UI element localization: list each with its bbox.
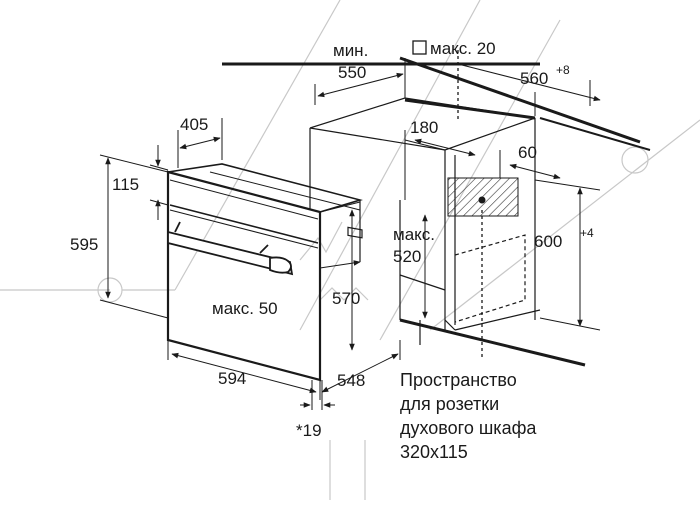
label-panel-height: 115 [112, 175, 139, 194]
label-max50: макс. 50 [212, 299, 278, 318]
oven-handle [167, 221, 294, 276]
label-niche-height: 600 [534, 232, 562, 251]
socket-note-line: для розетки [400, 394, 499, 414]
square-icon [412, 40, 427, 55]
oven [166, 163, 363, 382]
label-footnote: *19 [296, 421, 322, 440]
label-niche-height-tol: +4 [580, 226, 594, 240]
center-line [457, 50, 483, 360]
label-max-520: 520 [393, 247, 421, 266]
label-depth-180: 180 [410, 118, 438, 137]
label-front-depth: 405 [180, 115, 208, 134]
label-depth-60: 60 [518, 143, 537, 162]
socket-note-line: 320x115 [400, 442, 468, 462]
dimension-lines [99, 58, 601, 410]
socket-area [447, 177, 519, 217]
socket-note: Пространство для розетки духового шкафа … [400, 370, 537, 462]
label-max20: макс. 20 [430, 39, 496, 58]
label-min-value: 550 [338, 63, 366, 82]
label-oven-height: 595 [70, 235, 98, 254]
label-min-word: мин. [333, 41, 368, 60]
label-oven-depth: 548 [337, 371, 365, 390]
label-max-word: макс. [393, 225, 435, 244]
label-oven-width: 594 [218, 369, 246, 388]
label-niche-width: 560 [520, 69, 548, 88]
label-niche-width-tol: +8 [556, 63, 570, 77]
socket-note-line: духового шкафа [400, 418, 537, 438]
label-body-height: 570 [332, 289, 360, 308]
socket-note-line: Пространство [400, 370, 517, 390]
